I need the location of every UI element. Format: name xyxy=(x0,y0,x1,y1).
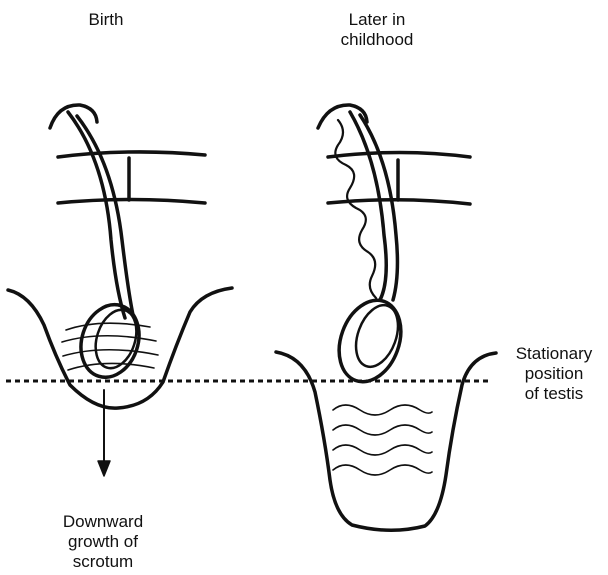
later-abdominal-wall-upper xyxy=(328,153,470,158)
later-wavy-vessel xyxy=(335,120,376,298)
birth-illustration xyxy=(8,105,232,476)
later-testis xyxy=(328,292,411,391)
downward-arrow-head xyxy=(98,461,110,476)
later-fold-1 xyxy=(333,405,432,415)
later-fold-4 xyxy=(333,465,432,475)
birth-cord-hook xyxy=(50,105,97,128)
birth-abdominal-wall-lower xyxy=(58,200,205,204)
later-fold-2 xyxy=(333,425,432,435)
birth-abdominal-wall-upper xyxy=(58,152,205,157)
birth-fold-2 xyxy=(62,336,156,342)
later-scrotum xyxy=(276,352,496,530)
birth-fold-3 xyxy=(63,350,158,356)
birth-testis xyxy=(72,297,148,385)
birth-cord-outer xyxy=(68,112,125,318)
later-illustration xyxy=(276,105,496,530)
later-fold-3 xyxy=(333,445,432,455)
birth-cord-inner xyxy=(77,116,133,315)
later-cord-outer xyxy=(350,112,386,300)
